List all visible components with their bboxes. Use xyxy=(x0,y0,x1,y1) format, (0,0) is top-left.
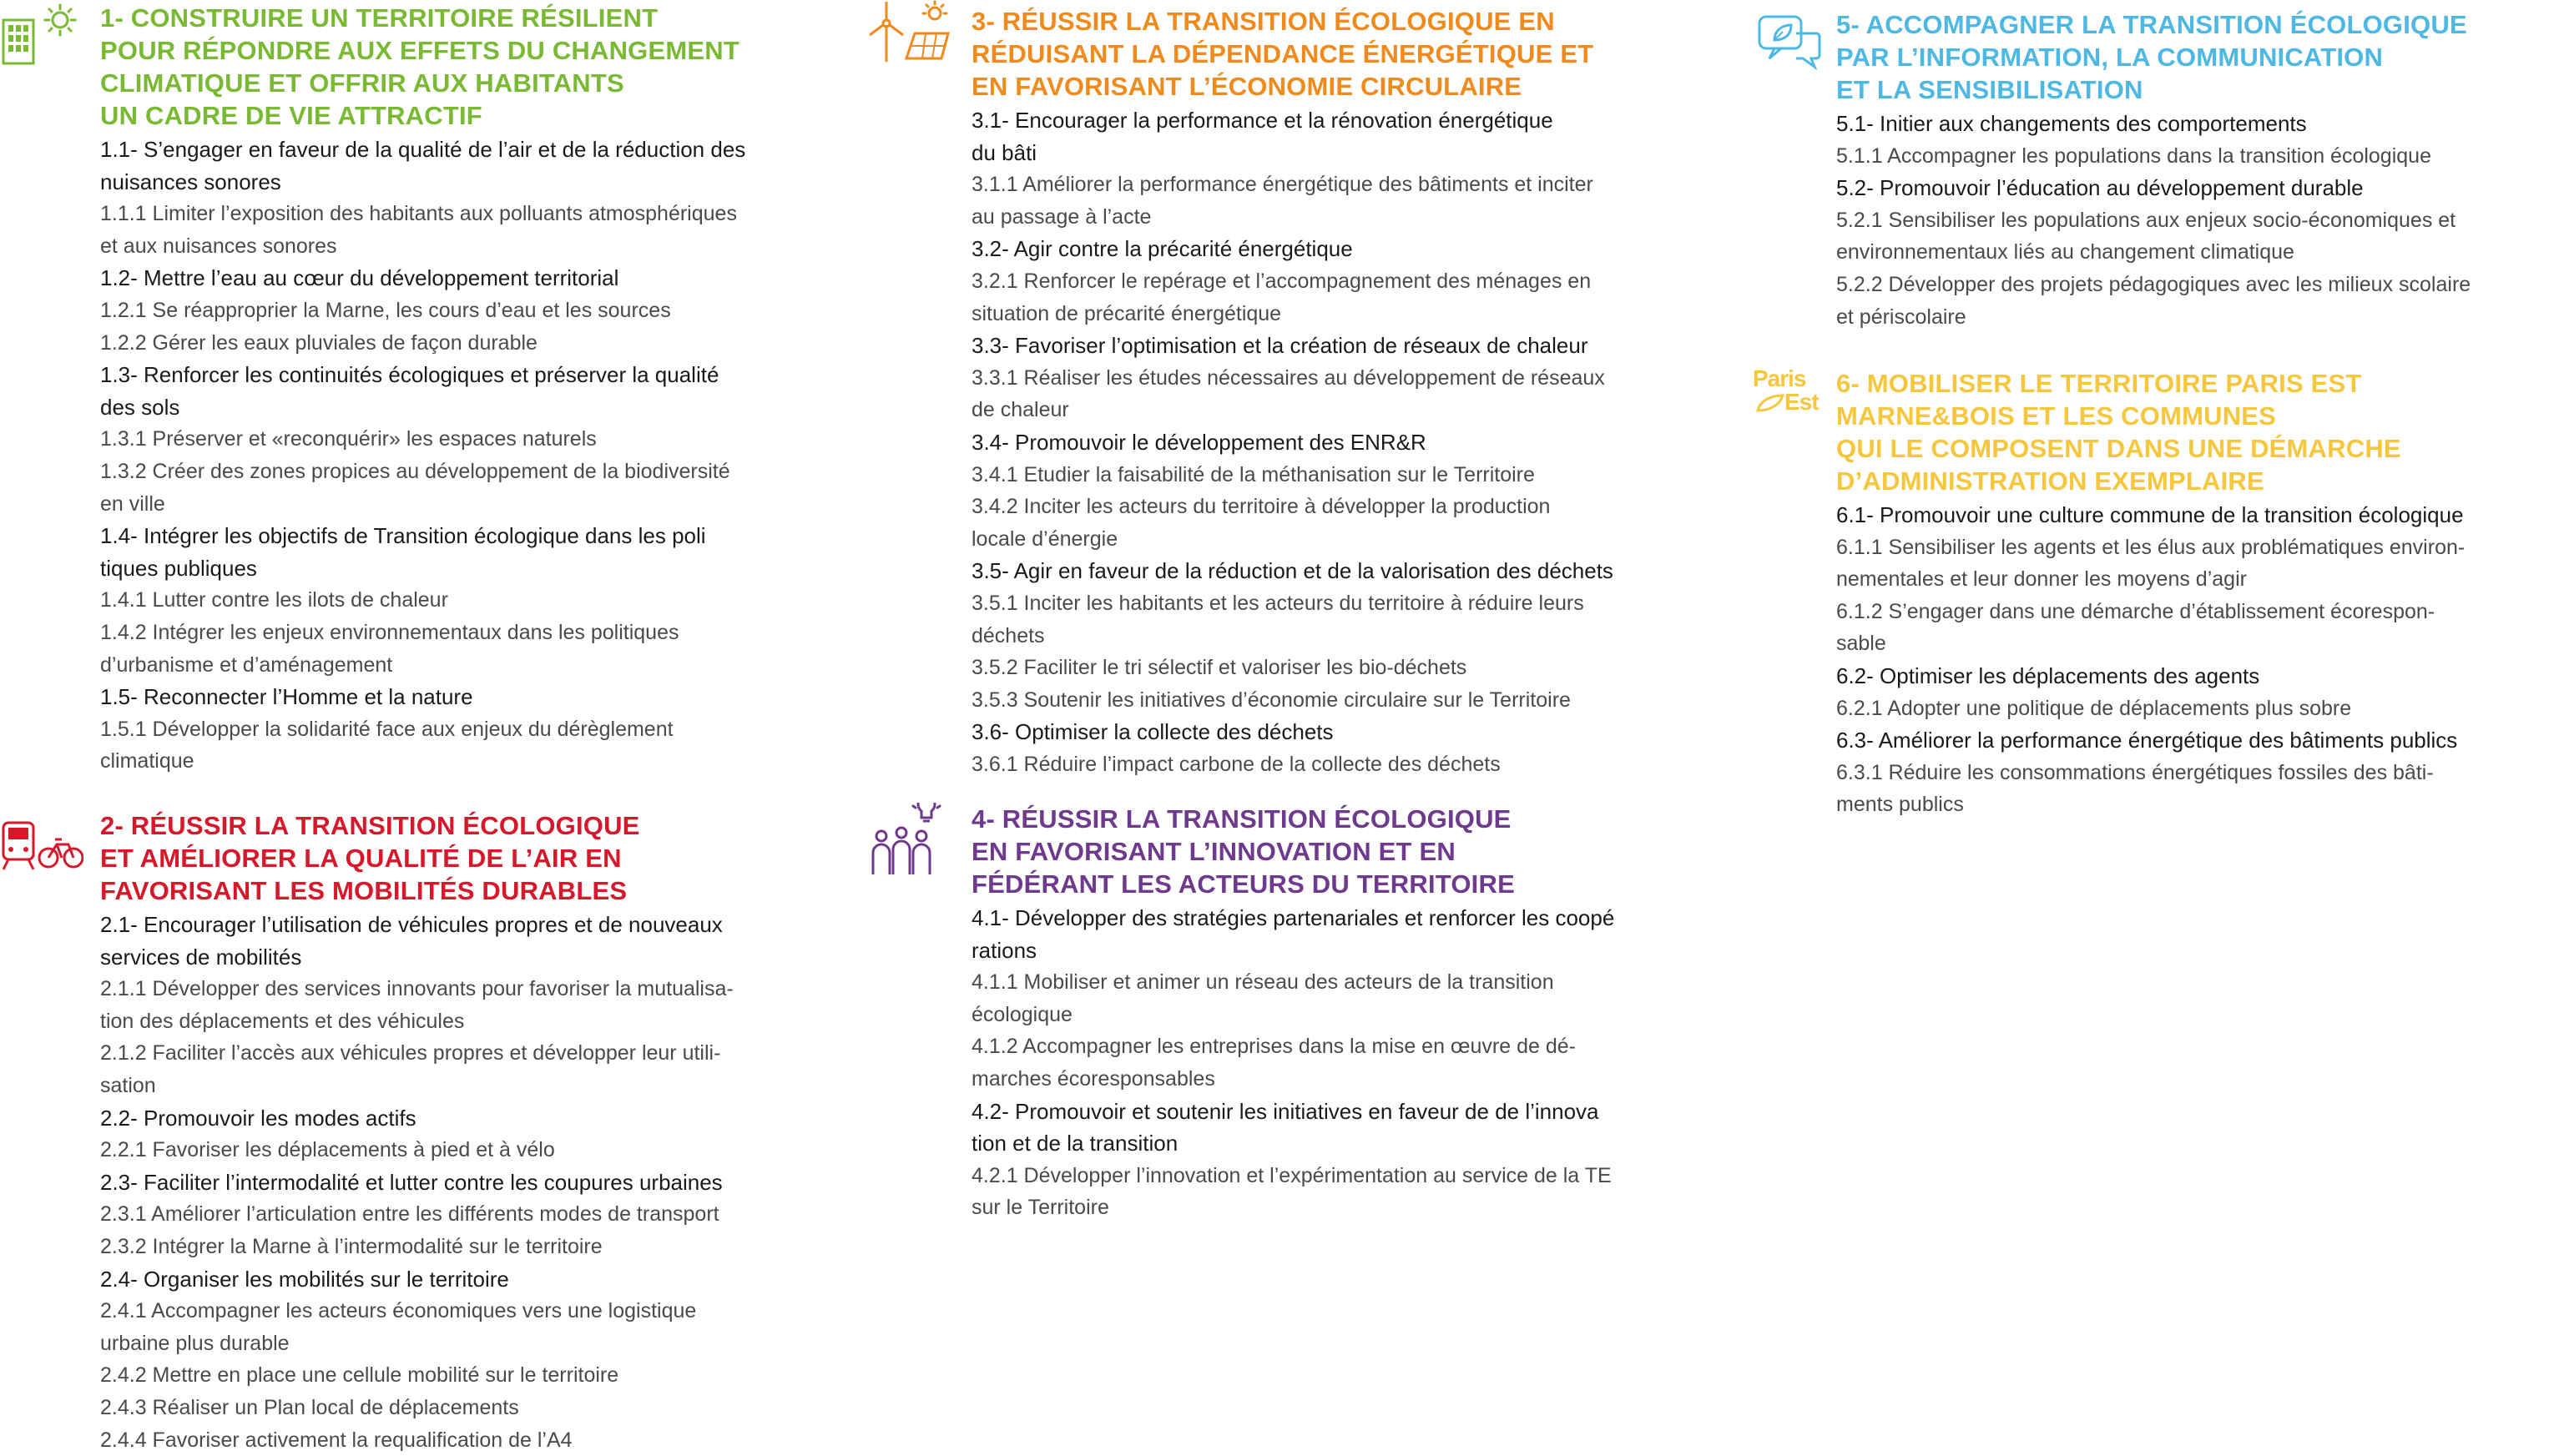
list-item: 2.2.1 Favoriser les déplacements à pied … xyxy=(100,1134,851,1166)
train-bike-icon xyxy=(0,818,83,876)
list-item: 1.4- Intégrer les objectifs de Transitio… xyxy=(100,520,851,584)
list-item: 3.4.1 Etudier la faisabilité de la métha… xyxy=(972,459,1723,491)
list-item: 6.1- Promouvoir une culture commune de l… xyxy=(1836,499,2564,532)
green-building-sun-icon xyxy=(0,2,80,65)
section-title: 2- RÉUSSIR LA TRANSITION ÉCOLOGIQUE ET A… xyxy=(100,809,851,907)
title-line: EN FAVORISANT L’ÉCONOMIE CIRCULAIRE xyxy=(972,72,1522,101)
list-item: 2.3.2 Intégrer la Marne à l’intermodalit… xyxy=(100,1231,851,1263)
list-item: 3.2.1 Renforcer le repérage et l’accompa… xyxy=(972,265,1723,330)
title-line: 6- MOBILISER LE TERRITOIRE PARIS EST xyxy=(1836,369,2362,398)
section-title: 5- ACCOMPAGNER LA TRANSITION ÉCOLOGIQUE … xyxy=(1836,8,2564,106)
title-line: MARNE&BOIS ET LES COMMUNES xyxy=(1836,401,2276,431)
list-item: 2.4.2 Mettre en place une cellule mobili… xyxy=(100,1359,851,1392)
title-line: UN CADRE DE VIE ATTRACTIF xyxy=(100,101,482,130)
list-item: 4.1.2 Accompagner les entreprises dans l… xyxy=(972,1030,1723,1095)
list-item: 2.1.2 Faciliter l’accès aux véhicules pr… xyxy=(100,1037,851,1101)
list-item: 6.2- Optimiser les déplacements des agen… xyxy=(1836,660,2564,693)
list-item: 6.3- Améliorer la performance énergétiqu… xyxy=(1836,724,2564,757)
list-item: 1.2.1 Se réapproprier la Marne, les cour… xyxy=(100,295,851,327)
list-item: 2.1- Encourager l’utilisation de véhicul… xyxy=(100,909,851,973)
people-lightbulb-icon xyxy=(868,803,951,878)
list-item: 3.3- Favoriser l’optimisation et la créa… xyxy=(972,330,1723,362)
list-item: 2.4- Organiser les mobilités sur le terr… xyxy=(100,1263,851,1296)
title-line: EN FAVORISANT L’INNOVATION ET EN xyxy=(972,837,1456,866)
list-item: 2.1.1 Développer des services innovants … xyxy=(100,973,851,1037)
list-item: 3.3.1 Réaliser les études nécessaires au… xyxy=(972,362,1723,426)
title-line: ET LA SENSIBILISATION xyxy=(1836,75,2143,104)
list-item: 5.1.1 Accompagner les populations dans l… xyxy=(1836,140,2564,173)
list-item: 3.6.1 Réduire l’impact carbone de la col… xyxy=(972,748,1723,781)
list-item: 1.2.2 Gérer les eaux pluviales de façon … xyxy=(100,327,851,360)
list-item: 5.2- Promouvoir l’éducation au développe… xyxy=(1836,172,2564,204)
item-list: 2.1- Encourager l’utilisation de véhicul… xyxy=(100,909,851,1456)
title-line: QUI LE COMPOSENT DANS UNE DÉMARCHE xyxy=(1836,434,2401,463)
list-item: 3.5- Agir en faveur de la réduction et d… xyxy=(972,555,1723,587)
list-item: 2.4.3 Réaliser un Plan local de déplacem… xyxy=(100,1392,851,1424)
list-item: 1.1.1 Limiter l’exposition des habitants… xyxy=(100,198,851,262)
list-item: 3.6- Optimiser la collecte des déchets xyxy=(972,716,1723,748)
section-title: 3- RÉUSSIR LA TRANSITION ÉCOLOGIQUE EN R… xyxy=(972,5,1723,103)
list-item: 1.3.1 Préserver et «reconquérir» les esp… xyxy=(100,423,851,456)
list-item: 6.3.1 Réduire les consommations énergéti… xyxy=(1836,757,2564,821)
list-item: 1.2- Mettre l’eau au cœur du développeme… xyxy=(100,262,851,295)
list-item: 3.4- Promouvoir le développement des ENR… xyxy=(972,426,1723,459)
list-item: 3.5.3 Soutenir les initiatives d’économi… xyxy=(972,684,1723,717)
title-line: PAR L’INFORMATION, LA COMMUNICATION xyxy=(1836,43,2383,72)
title-line: FÉDÉRANT LES ACTEURS DU TERRITOIRE xyxy=(972,869,1515,899)
list-item: 5.2.2 Développer des projets pédagogique… xyxy=(1836,269,2564,333)
list-item: 6.2.1 Adopter une politique de déplaceme… xyxy=(1836,693,2564,725)
logo-text: Est xyxy=(1784,390,1828,414)
list-item: 2.4.4 Favoriser activement la requalific… xyxy=(100,1424,851,1456)
list-item: 6.1.1 Sensibiliser les agents et les élu… xyxy=(1836,532,2564,596)
logo-text: Paris xyxy=(1753,367,1828,390)
list-item: 1.5.1 Développer la solidarité face aux … xyxy=(100,713,851,778)
list-item: 5.2.1 Sensibiliser les populations aux e… xyxy=(1836,204,2564,269)
list-item: 3.4.2 Inciter les acteurs du territoire … xyxy=(972,491,1723,555)
title-line: POUR RÉPONDRE AUX EFFETS DU CHANGEMENT xyxy=(100,36,739,65)
title-line: FAVORISANT LES MOBILITÉS DURABLES xyxy=(100,876,627,905)
list-item: 4.1.1 Mobiliser et animer un réseau des … xyxy=(972,966,1723,1030)
paris-est-logo-icon: Paris Est xyxy=(1753,367,1828,434)
list-item: 1.1- S’engager en faveur de la qualité d… xyxy=(100,134,851,198)
list-item: 1.3- Renforcer les continuités écologiqu… xyxy=(100,359,851,423)
list-item: 2.4.1 Accompagner les acteurs économique… xyxy=(100,1295,851,1359)
item-list: 4.1- Développer des stratégies partenari… xyxy=(972,902,1723,1224)
item-list: 5.1- Initier aux changements des comport… xyxy=(1836,108,2564,333)
list-item: 1.4.1 Lutter contre les ilots de chaleur xyxy=(100,584,851,617)
list-item: 3.5.2 Faciliter le tri sélectif et valor… xyxy=(972,652,1723,684)
title-line: 2- RÉUSSIR LA TRANSITION ÉCOLOGIQUE xyxy=(100,811,640,840)
item-list: 6.1- Promouvoir une culture commune de l… xyxy=(1836,499,2564,821)
wind-solar-icon xyxy=(868,0,951,63)
list-item: 5.1- Initier aux changements des comport… xyxy=(1836,108,2564,140)
list-item: 4.1- Développer des stratégies partenari… xyxy=(972,902,1723,966)
list-item: 3.1.1 Améliorer la performance énergétiq… xyxy=(972,169,1723,233)
list-item: 3.5.1 Inciter les habitants et les acteu… xyxy=(972,587,1723,652)
title-line: 3- RÉUSSIR LA TRANSITION ÉCOLOGIQUE EN xyxy=(972,7,1555,36)
title-line: D’ADMINISTRATION EXEMPLAIRE xyxy=(1836,466,2264,496)
title-line: RÉDUISANT LA DÉPENDANCE ÉNERGÉTIQUE ET xyxy=(972,39,1593,68)
section-title: 4- RÉUSSIR LA TRANSITION ÉCOLOGIQUE EN F… xyxy=(972,803,1723,900)
list-item: 1.3.2 Créer des zones propices au dévelo… xyxy=(100,456,851,520)
list-item: 6.1.2 S’engager dans une démarche d’étab… xyxy=(1836,596,2564,660)
list-item: 3.2- Agir contre la précarité énergétiqu… xyxy=(972,233,1723,265)
leaf-icon xyxy=(1756,394,1784,412)
title-line: ET AMÉLIORER LA QUALITÉ DE L’AIR EN xyxy=(100,844,622,873)
list-item: 4.2.1 Développer l’innovation et l’expér… xyxy=(972,1160,1723,1224)
title-line: 1- CONSTRUIRE UN TERRITOIRE RÉSILIENT xyxy=(100,3,658,33)
list-item: 3.1- Encourager la performance et la rén… xyxy=(972,104,1723,169)
title-line: 5- ACCOMPAGNER LA TRANSITION ÉCOLOGIQUE xyxy=(1836,10,2467,39)
list-item: 1.5- Reconnecter l’Homme et la nature xyxy=(100,681,851,713)
speech-bubble-leaf-icon xyxy=(1756,13,1823,72)
section-title: 6- MOBILISER LE TERRITOIRE PARIS EST MAR… xyxy=(1836,367,2564,497)
list-item: 2.2- Promouvoir les modes actifs xyxy=(100,1102,851,1135)
title-line: CLIMATIQUE ET OFFRIR AUX HABITANTS xyxy=(100,68,624,98)
list-item: 2.3.1 Améliorer l’articulation entre les… xyxy=(100,1198,851,1231)
list-item: 4.2- Promouvoir et soutenir les initiati… xyxy=(972,1096,1723,1160)
item-list: 1.1- S’engager en faveur de la qualité d… xyxy=(100,134,851,778)
list-item: 2.3- Faciliter l’intermodalité et lutter… xyxy=(100,1166,851,1199)
section-title: 1- CONSTRUIRE UN TERRITOIRE RÉSILIENT PO… xyxy=(100,2,851,132)
title-line: 4- RÉUSSIR LA TRANSITION ÉCOLOGIQUE xyxy=(972,804,1512,834)
list-item: 1.4.2 Intégrer les enjeux environnementa… xyxy=(100,617,851,681)
item-list: 3.1- Encourager la performance et la rén… xyxy=(972,104,1723,780)
